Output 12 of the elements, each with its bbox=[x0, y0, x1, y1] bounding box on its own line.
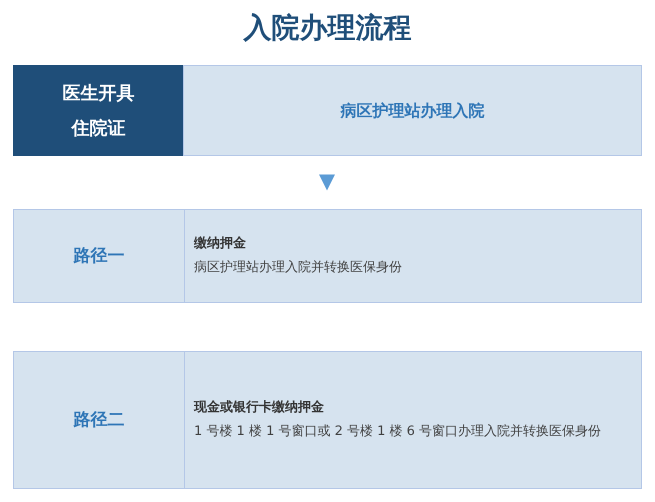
detail-cell bbox=[184, 209, 642, 303]
detail-heading: 缴纳押金 bbox=[194, 235, 246, 253]
title: 入院办理流程 bbox=[242, 10, 412, 46]
detail-text: 病区护理站办理入院并转换医保身份 bbox=[194, 259, 402, 277]
path-label-cell: 路径二 bbox=[13, 351, 185, 489]
path-label-cell: 路径一 bbox=[13, 209, 185, 303]
step-cell: 病区护理站办理入院 bbox=[183, 65, 642, 156]
detail-heading: 现金或银行卡缴纳押金 bbox=[194, 399, 324, 417]
detail-cell bbox=[184, 351, 642, 489]
detail-text: 1 号楼 1 楼 1 号窗口或 2 号楼 1 楼 6 号窗口办理入院并转换医保身份 bbox=[194, 423, 602, 441]
arrow bbox=[319, 174, 335, 190]
step-cell: 医生开具住院证 bbox=[13, 65, 184, 156]
